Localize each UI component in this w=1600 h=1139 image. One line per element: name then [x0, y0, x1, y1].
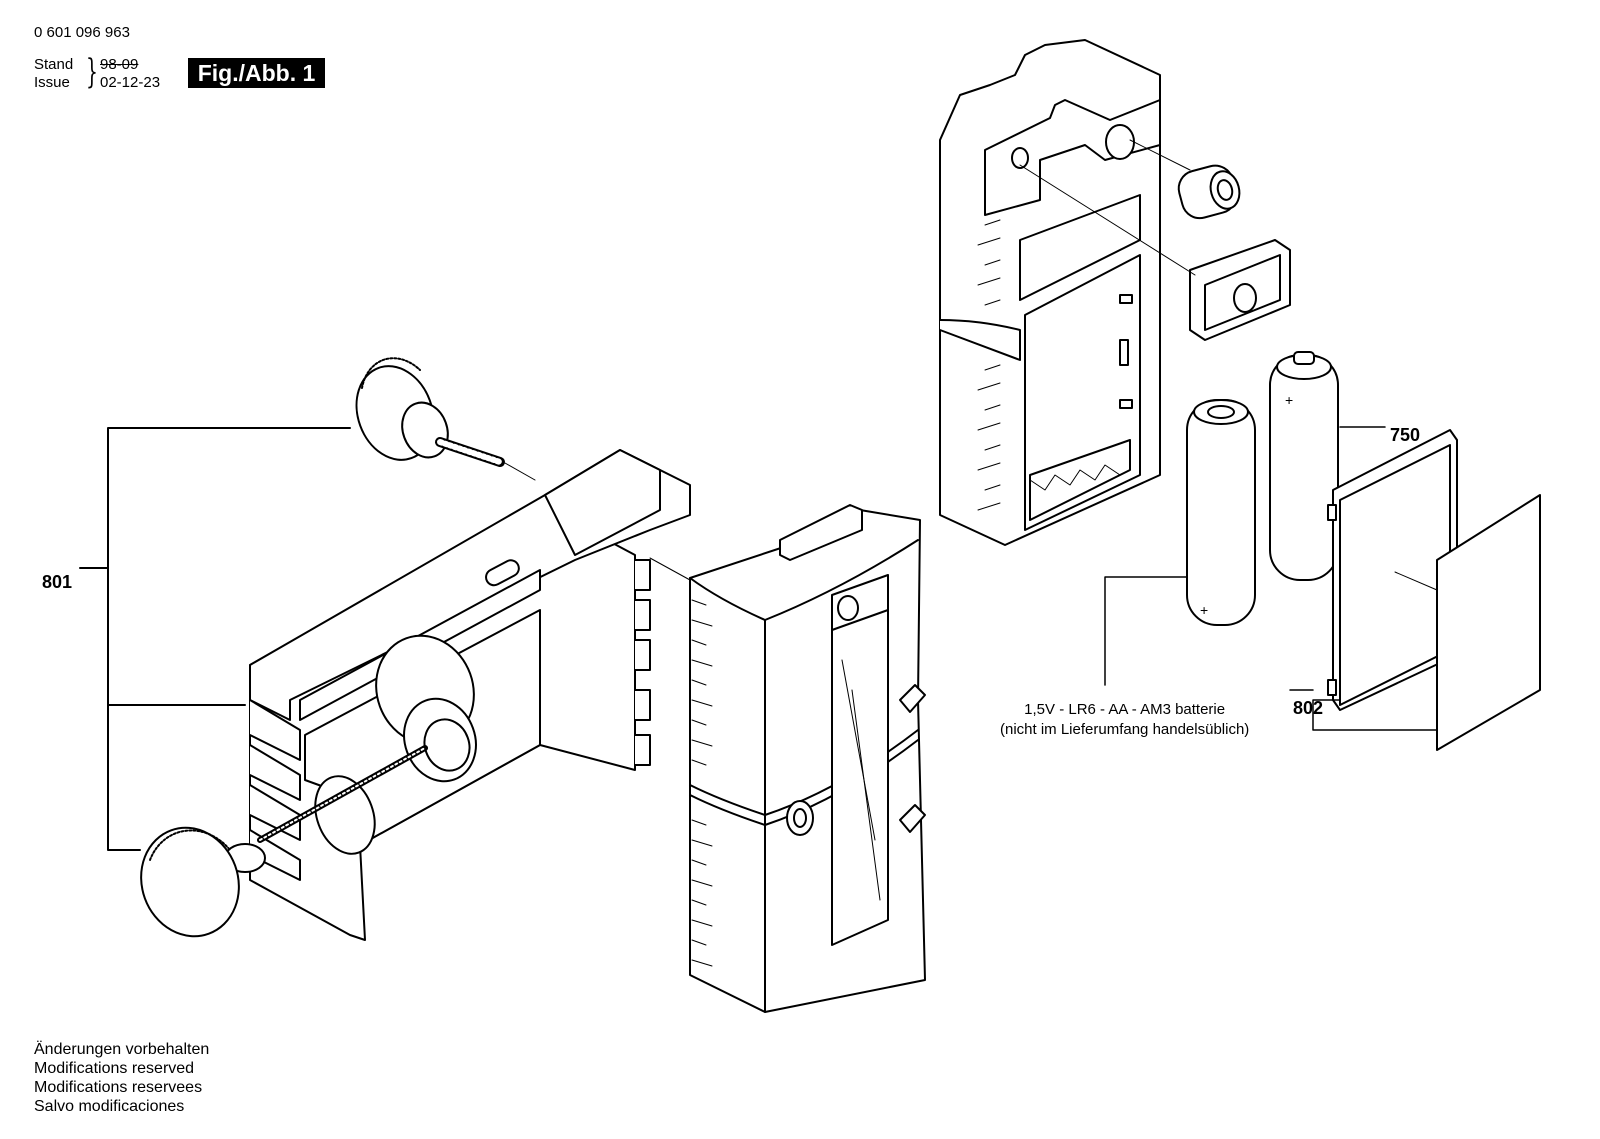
note-german: Änderungen vorbehalten [34, 1041, 210, 1058]
clamp-bracket [126, 450, 690, 950]
modification-notes: Änderungen vorbehalten Modifications res… [34, 1040, 209, 1116]
svg-text:+: + [1200, 602, 1208, 618]
document-number: 0 601 096 963 [34, 24, 130, 41]
battery-compartment [940, 40, 1160, 545]
figure-label: Fig./Abb. 1 [188, 58, 325, 88]
part-label-802: 802 [1293, 698, 1324, 718]
callout-lines [80, 427, 1437, 850]
battery-note-line2: (nicht im Lieferumfang handelsüblich) [1000, 721, 1250, 738]
part-label-801: 801 [42, 572, 73, 592]
mounting-plate [1020, 165, 1290, 340]
upper-thumb-screw [344, 355, 535, 480]
note-english: Modifications reserved [34, 1060, 195, 1077]
battery-note: 1,5V - LR6 - AA - AM3 batterie (nicht im… [1000, 700, 1249, 740]
part-label-750: 750 [1390, 425, 1421, 445]
receiver-housing [650, 505, 925, 1012]
batteries: + + [1187, 352, 1338, 625]
note-french: Modifications reservees [34, 1079, 203, 1096]
battery-note-line1: 1,5V - LR6 - AA - AM3 batterie [1024, 701, 1226, 718]
issue-date: 02-12-23 [100, 74, 161, 91]
reflector-card [1395, 495, 1540, 750]
brace-glyph: } [86, 52, 98, 92]
svg-text:+: + [1285, 392, 1293, 408]
stand-issue-labels: Stand Issue [34, 56, 73, 92]
old-date: 98-09 [100, 56, 139, 73]
note-spanish: Salvo modificaciones [34, 1098, 185, 1115]
stand-label: Stand [34, 56, 74, 73]
revision-dates: 98-09 02-12-23 [100, 56, 160, 92]
issue-label: Issue [34, 74, 70, 91]
threaded-insert [1130, 140, 1243, 222]
